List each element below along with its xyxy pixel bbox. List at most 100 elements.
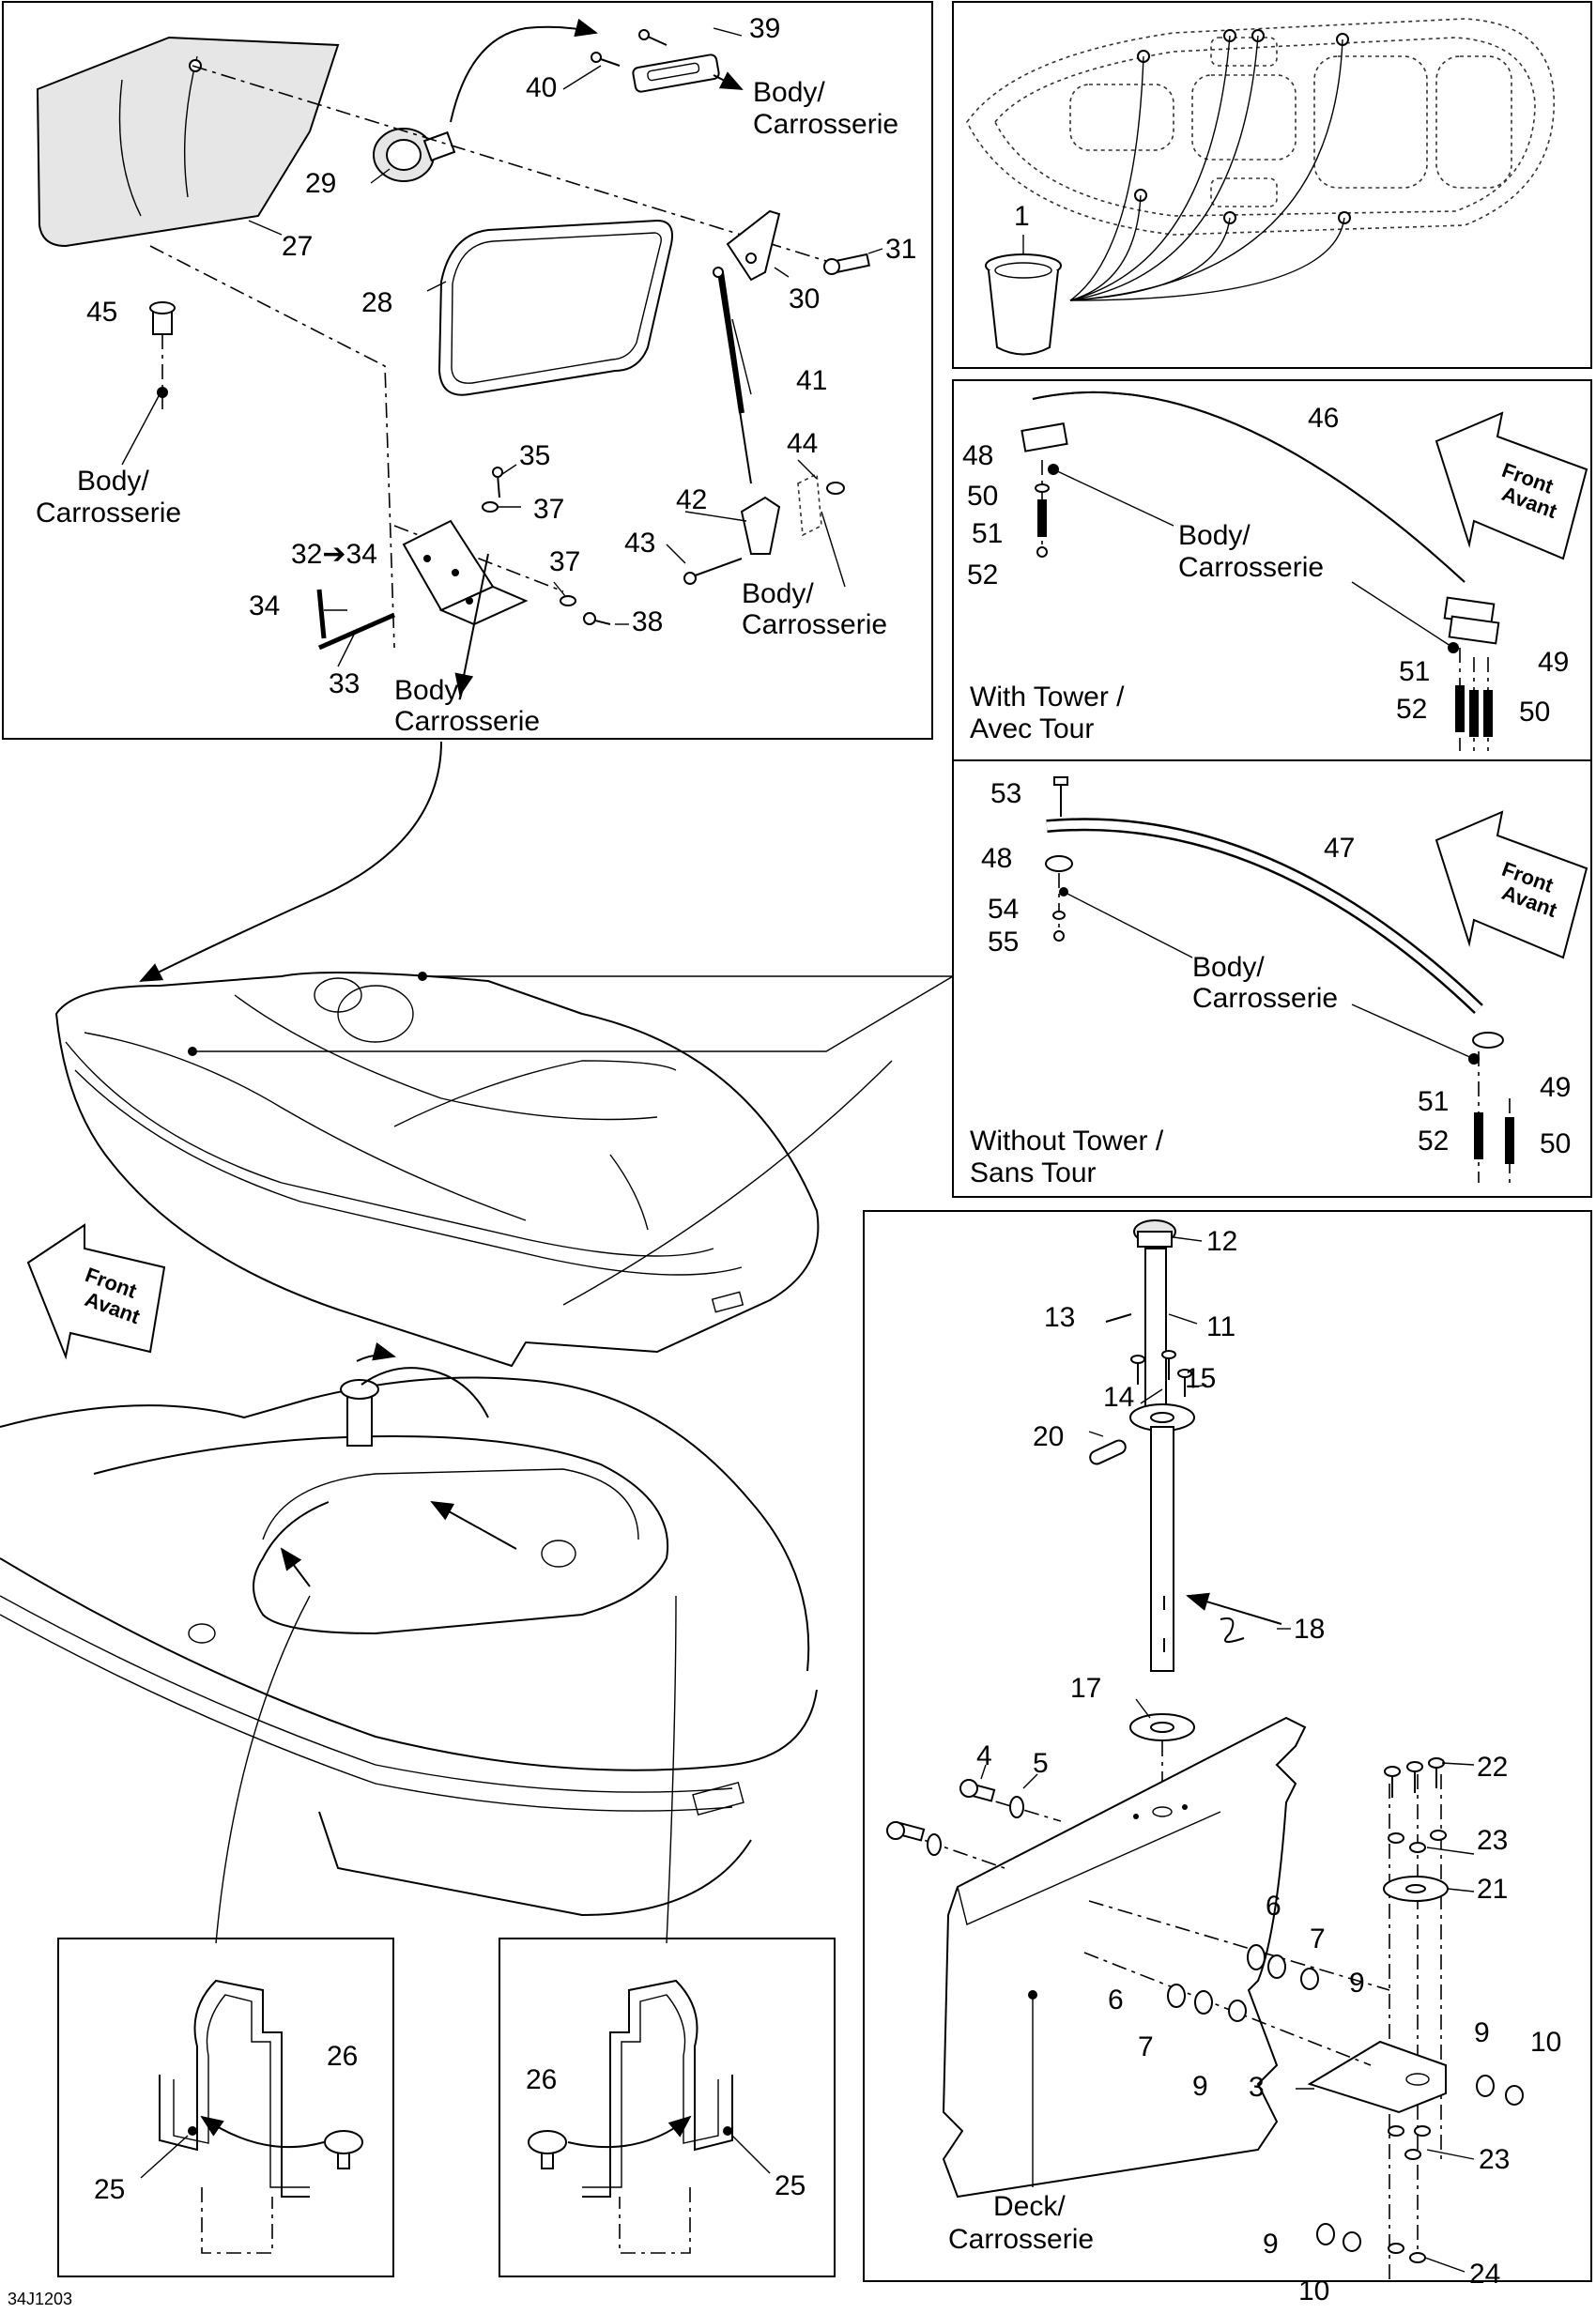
label-33: 33: [329, 668, 360, 699]
panel-section-left: [57, 1938, 394, 2277]
label-50a: 50: [967, 481, 998, 512]
label-25a: 25: [94, 2174, 125, 2205]
label-35: 35: [519, 440, 550, 471]
label-31: 31: [885, 234, 916, 265]
storage-door-assembly: [36, 18, 883, 697]
label-body-latch: Body/: [753, 77, 825, 108]
gas-spring-bracket: [726, 209, 781, 282]
section-view-left: [140, 1979, 363, 2254]
label-6b: 6: [1108, 1985, 1124, 2015]
without-tower-title-fr: Sans Tour: [970, 1157, 1097, 1188]
label-15: 15: [1185, 1363, 1216, 1394]
panel-section-right: [499, 1938, 836, 2277]
label-42: 42: [676, 484, 707, 515]
pull-handle: [632, 54, 720, 93]
deck-plate: [942, 1716, 1307, 2199]
label-body-grommet: Body/: [77, 466, 149, 497]
label-26a: 26: [327, 2041, 358, 2072]
label-carrosserie-bracket: Carrosserie: [742, 609, 887, 640]
with-tower-title-fr: Avec Tour: [970, 713, 1094, 744]
label-51b: 51: [1399, 656, 1430, 687]
label-4: 4: [976, 1740, 992, 1771]
label-37b: 37: [549, 546, 580, 577]
label-deck: Deck/: [993, 2191, 1066, 2222]
label-32-34: 32➔34: [291, 539, 377, 570]
label-24: 24: [1469, 2259, 1500, 2290]
front-arrow-icon: [26, 1223, 166, 1360]
mount-bracket: [1307, 2040, 1447, 2114]
panel-cupholders: [952, 1, 1592, 369]
front-arrow-icon: [1435, 810, 1588, 959]
label-9b: 9: [1192, 2071, 1208, 2102]
label-body-notower: Body/: [1192, 952, 1265, 983]
label-17: 17: [1070, 1673, 1101, 1704]
label-44: 44: [787, 428, 818, 459]
panel-storage-door: [2, 1, 933, 740]
label-carrosserie-hinge: Carrosserie: [394, 706, 540, 737]
label-23b: 23: [1479, 2144, 1510, 2175]
boat-overview: [26, 741, 954, 1368]
label-50b: 50: [1519, 697, 1550, 728]
label-9a: 9: [1349, 1968, 1365, 1999]
label-43: 43: [624, 528, 655, 559]
label-54: 54: [988, 894, 1019, 925]
boat-top-view-outline: [966, 18, 1555, 236]
label-carrosserie-deck: Carrosserie: [948, 2224, 1094, 2255]
label-46: 46: [1308, 403, 1339, 434]
label-49a: 49: [1538, 647, 1569, 678]
label-34: 34: [249, 590, 280, 621]
pylon-tube: [1144, 1248, 1167, 1409]
label-28: 28: [361, 287, 392, 318]
label-carrosserie-notower: Carrosserie: [1192, 983, 1338, 1014]
label-14: 14: [1103, 1382, 1134, 1413]
label-53: 53: [990, 778, 1021, 809]
drawing-code: 34J1203: [8, 2290, 72, 2308]
label-47: 47: [1324, 833, 1355, 864]
label-body-hinge: Body/: [394, 675, 467, 706]
label-37a: 37: [533, 494, 564, 525]
label-38: 38: [632, 606, 663, 637]
label-9c: 9: [1474, 2017, 1490, 2048]
label-10a: 10: [1530, 2027, 1561, 2058]
cupholder-assembly: [966, 18, 1555, 356]
label-25b: 25: [775, 2170, 806, 2201]
label-22: 22: [1477, 1752, 1508, 1783]
label-52a: 52: [967, 559, 998, 590]
label-51c: 51: [1418, 1086, 1449, 1117]
label-40: 40: [526, 72, 557, 103]
label-23a: 23: [1477, 1825, 1508, 1856]
handrail-with-tower: [1021, 391, 1588, 751]
label-52b: 52: [1396, 694, 1427, 725]
label-6a: 6: [1266, 1891, 1281, 1922]
ski-pylon-assembly: [886, 1219, 1524, 2281]
label-52c: 52: [1418, 1126, 1449, 1157]
label-48b: 48: [981, 843, 1012, 874]
panel-handrail-without-tower: [952, 759, 1592, 1198]
label-27: 27: [282, 231, 313, 262]
pylon-post: [1150, 1426, 1174, 1672]
label-9d: 9: [1263, 2229, 1279, 2260]
label-50c: 50: [1540, 1128, 1571, 1159]
label-55: 55: [988, 927, 1019, 958]
label-3: 3: [1249, 2072, 1265, 2103]
label-11: 11: [1206, 1311, 1235, 1342]
label-1: 1: [1014, 201, 1030, 232]
boat-hull: [54, 972, 820, 1368]
door-panel: [36, 36, 340, 248]
label-5: 5: [1033, 1748, 1049, 1779]
label-45: 45: [86, 297, 117, 328]
label-12: 12: [1206, 1226, 1237, 1257]
label-30: 30: [789, 284, 820, 314]
panel-ski-pylon: [863, 1210, 1592, 2282]
label-carrosserie-tower: Carrosserie: [1178, 552, 1324, 583]
label-49b: 49: [1540, 1072, 1571, 1103]
label-41: 41: [796, 365, 827, 396]
label-48a: 48: [962, 440, 993, 471]
door-gasket: [437, 219, 673, 396]
with-tower-title-en: With Tower /: [970, 682, 1125, 713]
label-body-bracket: Body/: [742, 578, 814, 609]
label-26b: 26: [526, 2064, 557, 2095]
label-21: 21: [1477, 1874, 1508, 1905]
